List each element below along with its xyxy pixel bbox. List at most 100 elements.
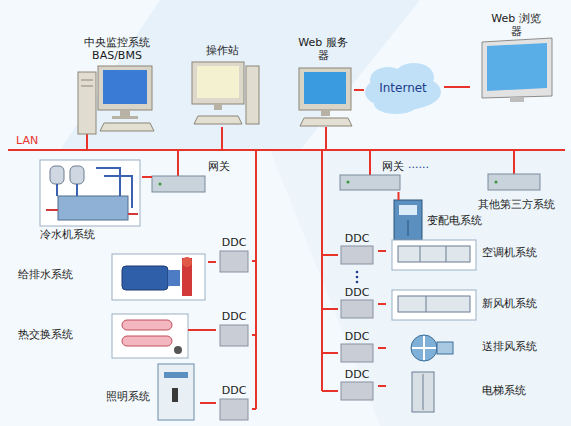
dot (356, 271, 359, 274)
valve-pipe (182, 258, 192, 296)
tank (50, 166, 64, 184)
picture-frame (392, 290, 476, 320)
connector (142, 176, 152, 178)
drop-wire (221, 127, 223, 150)
monitor-stand (120, 110, 130, 116)
fan-picture (411, 335, 453, 361)
ddc-box (220, 251, 248, 272)
exchanger-tube (122, 336, 172, 346)
node-label: 其他第三方系统 (468, 198, 564, 211)
connector (200, 402, 216, 404)
lighting-panel (158, 364, 194, 420)
pump-motor (122, 266, 168, 290)
cabinet-window (399, 205, 417, 215)
gateway-box (340, 175, 400, 190)
switchgear-cabinet (394, 200, 422, 240)
field-bus (255, 150, 257, 409)
web-server-node: Web 服务器 (292, 36, 354, 128)
node-label: 给排水系统 (18, 268, 73, 281)
lan-bus (8, 149, 565, 151)
operator-node: 操作站 (185, 44, 262, 128)
monitor (98, 66, 152, 110)
elevator-car (412, 372, 434, 412)
ahu-picture (392, 240, 476, 270)
connector (188, 329, 216, 331)
node-label: DDC (338, 368, 376, 381)
panel (158, 364, 194, 420)
tank (70, 166, 84, 184)
fresh-air-picture (392, 290, 476, 320)
ddc-node: DDC (338, 368, 378, 402)
subsystem-node: 空调机系统 (386, 236, 562, 272)
node-label: Internet (364, 82, 442, 95)
pc-tower (78, 72, 96, 134)
picture-frame (40, 160, 140, 226)
node-label: 空调机系统 (482, 246, 537, 259)
background-shade (270, 150, 571, 426)
connector (378, 303, 386, 305)
elevator-door (423, 374, 424, 410)
cloud-part (374, 94, 418, 114)
gauge (174, 346, 182, 354)
node-label: Web 浏览器 (488, 12, 544, 38)
subsystem-node: 变配电系统 (385, 200, 490, 242)
web-server-computer (299, 68, 352, 126)
ddc-node: DDC (216, 310, 254, 348)
subsystem-node: 热交换系统 (12, 312, 188, 360)
bus-stub (252, 334, 256, 336)
gateway-box (152, 176, 205, 192)
internet-node: Internet (364, 66, 444, 114)
subsystem-node: 给排水系统 (12, 250, 208, 302)
led (159, 183, 162, 186)
monitor-screen (487, 43, 547, 91)
browser-monitor (482, 38, 552, 102)
monitor-stand (321, 110, 330, 116)
node-label: DDC (338, 330, 376, 343)
ddc-box (341, 246, 373, 264)
bus-stub (252, 408, 256, 410)
ddc-node: DDC (216, 384, 254, 422)
ahu-body (398, 246, 470, 262)
unit-body (398, 296, 470, 312)
gateway-node: 网关 (340, 160, 412, 192)
gateway-devices (152, 174, 540, 192)
ddc-box (341, 300, 373, 318)
drop-wire (369, 150, 371, 175)
node-label: 中央监控系统 BAS/BMS (75, 36, 159, 62)
node-label: DDC (216, 236, 252, 249)
monitor-stand (510, 97, 524, 102)
pc-tower (246, 66, 259, 124)
drive-slot (81, 80, 93, 81)
connector (398, 192, 400, 200)
monitor-stand (214, 104, 222, 110)
node-label: 变配电系统 (427, 214, 482, 227)
chiller-picture (40, 160, 140, 226)
pump-picture (112, 254, 205, 300)
bus-stub (322, 352, 338, 354)
elevator-picture (412, 372, 434, 412)
ahu-section (446, 246, 447, 262)
fan-blades (412, 336, 436, 360)
node-label: 照明系统 (106, 390, 150, 403)
ddc-node: DDC (338, 286, 378, 320)
picture-frame (112, 314, 188, 358)
drive-slot (81, 86, 93, 87)
subsystem-node: 冷水机系统 (36, 158, 142, 244)
bus-stub (252, 260, 256, 262)
gateway-node: 其他第三方系统 (468, 172, 566, 216)
cabinet-door (408, 220, 409, 236)
node-label: 热交换系统 (18, 328, 73, 341)
subsystem-node: 送排风系统 (386, 332, 562, 364)
switch (172, 388, 178, 402)
subsystem-node: 照明系统 (100, 362, 200, 422)
ddc-box (220, 399, 248, 420)
connector (208, 261, 216, 263)
bus-stub (322, 390, 338, 392)
node-label: 网关 (382, 160, 404, 173)
drop-wire (325, 127, 327, 150)
cabinet (394, 200, 422, 240)
picture-frame (112, 254, 205, 300)
